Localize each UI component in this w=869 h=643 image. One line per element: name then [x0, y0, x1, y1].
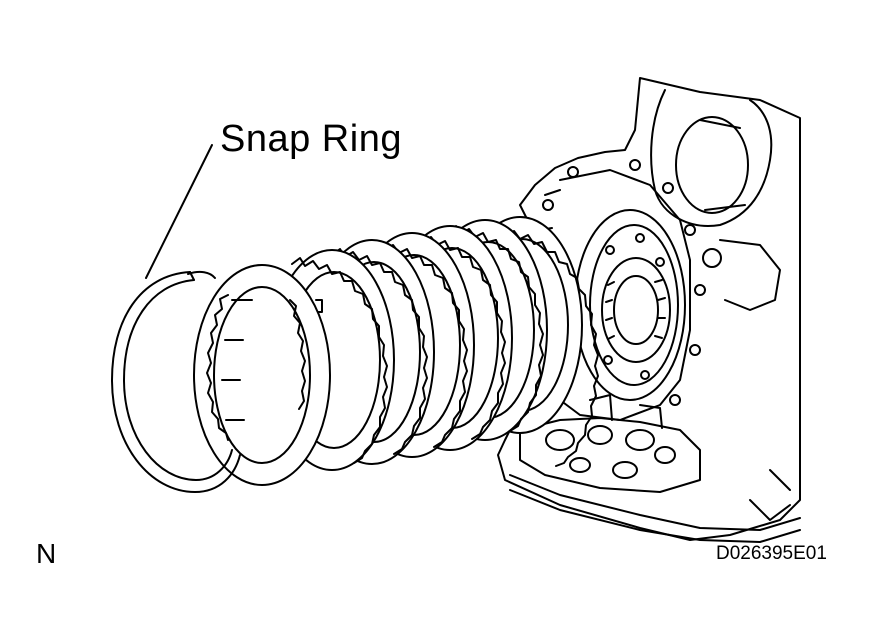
snap-ring-label: Snap Ring: [220, 118, 402, 160]
case-top-boss: [651, 90, 771, 226]
clutch-plate-1: [194, 265, 330, 485]
case-top-hole: [676, 117, 748, 213]
snap-ring: [112, 272, 240, 492]
transmission-case: [498, 78, 800, 542]
callout-leader-line: [146, 145, 212, 278]
figure-code-label: D026395E01: [716, 543, 827, 564]
clutch-pack: [194, 217, 598, 485]
corner-letter-label: N: [36, 538, 57, 569]
hub-assembly: [575, 210, 685, 400]
valve-body: [520, 395, 700, 492]
case-pan-rail: [510, 475, 800, 530]
